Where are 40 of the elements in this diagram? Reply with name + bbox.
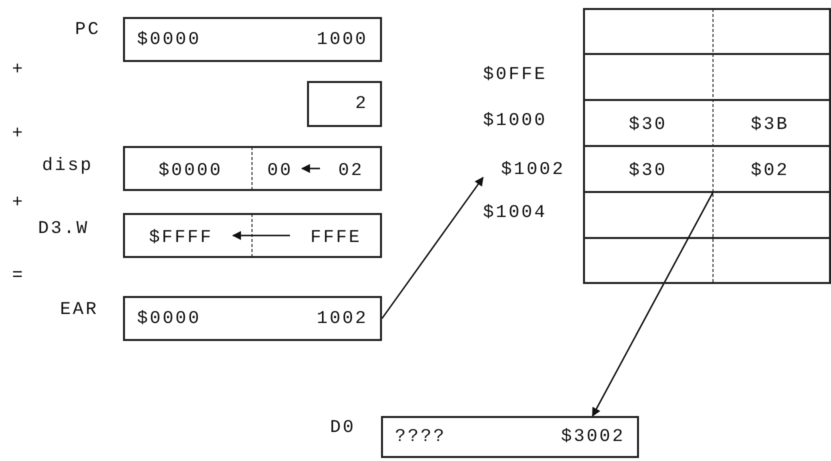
register-box	[123, 146, 382, 191]
register-name: D3.W	[38, 219, 90, 239]
register-value: $0000	[137, 30, 202, 50]
register-box	[307, 81, 382, 127]
register-box	[381, 416, 639, 458]
register-value: 1002	[316, 308, 368, 328]
address-label: $0FFE	[483, 65, 548, 85]
register-name: disp	[42, 156, 94, 176]
register-value: 00	[267, 160, 293, 180]
arrow	[232, 231, 290, 240]
memory-byte: $3B	[750, 115, 790, 135]
register-value: $0000	[137, 308, 202, 328]
register-box	[123, 296, 382, 341]
register-value: 2	[355, 94, 368, 114]
operator-sign: +	[12, 60, 25, 80]
operator-sign: +	[12, 193, 25, 213]
register-value: ????	[395, 427, 446, 447]
register-value: 1000	[316, 30, 368, 50]
register-box	[123, 213, 382, 258]
register-value: $FFFF	[148, 228, 213, 248]
register-value: $0000	[158, 160, 222, 180]
register-name: D0	[330, 418, 356, 438]
register-name: EAR	[60, 300, 98, 320]
register-name: PC	[75, 20, 101, 40]
memory-byte: $30	[628, 161, 668, 181]
address-label: $1004	[483, 203, 548, 223]
memory-table	[583, 8, 831, 284]
operator-sign: =	[12, 266, 25, 286]
memory-byte: $30	[628, 115, 668, 135]
register-value: FFFE	[310, 228, 362, 248]
arrow	[301, 164, 320, 173]
memory-byte: $02	[750, 161, 790, 181]
register-value: $3002	[560, 427, 625, 447]
operator-sign: +	[12, 124, 25, 144]
address-label: $1000	[483, 111, 548, 131]
arrow	[592, 192, 714, 417]
register-box	[123, 17, 382, 62]
register-value: 02	[338, 160, 364, 180]
address-label: $1002	[500, 160, 565, 180]
arrow	[381, 176, 484, 319]
